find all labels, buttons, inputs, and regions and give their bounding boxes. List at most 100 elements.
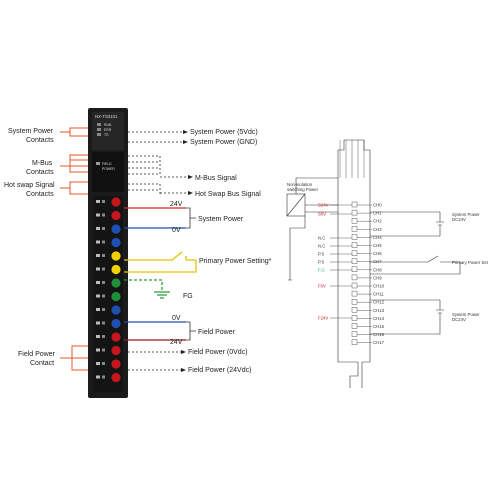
led-field-icon [96,162,100,165]
rail-label: P.S [318,260,325,265]
module-model-label: NX-TS3101 [95,114,118,119]
terminal-slot [102,335,105,338]
channel-label: CH5 [373,243,382,248]
arrowhead-icon [181,350,186,354]
schematic-terminal [351,209,358,216]
label-primary-power-setting: Primary Power Setting* [199,258,272,265]
isolation-label-1: Non-isolation [287,182,313,187]
bracket-system-power [186,207,196,229]
isolation-diagonal [286,193,306,217]
schematic-terminal [351,226,358,232]
channel-label: CH16 [373,332,385,337]
isolation-label-2: switching Power [287,187,319,192]
callout-field-power-contact [60,345,88,371]
terminal-slot [96,362,100,365]
terminal-connector [111,305,121,315]
terminal-slot [102,254,105,257]
led-err-icon [97,128,101,131]
channel-label: CH3 [373,227,382,232]
schematic-terminal [351,323,358,329]
terminal-connector [111,291,121,302]
channel-label: CH1 [373,211,382,216]
callout-hot-swap [60,181,88,195]
schematic-terminal [351,307,358,313]
right-arrows [128,131,188,371]
schematic-terminal [351,258,358,264]
io-module: NX-TS3101 RUN ERR TS FIELD POWER [88,108,128,398]
arrowhead-icon [181,368,186,372]
terminal-slot [96,227,100,230]
terminal-slot [102,362,105,365]
schematic-terminal [351,315,358,321]
arrowheads [181,130,193,372]
schematic-terminal [351,339,358,345]
label-sys-gnd: System Power (GND) [190,139,257,146]
terminal-array [96,197,121,383]
primary-power-switch [370,255,461,275]
schematic-terminal [351,274,358,281]
terminal-connector [111,251,121,261]
terminal-slot [96,200,100,203]
schematic-terminal-rows: CH0CH1CH2CH3CH4CH5CH6CH7CH8CH9CH10CH11CH… [318,201,385,345]
terminal-connector [111,210,121,221]
terminal-connector [111,237,121,248]
schematic [286,139,461,388]
terminal-connector [111,345,121,356]
rail-label: P.S [318,252,325,257]
terminal-slot [96,281,100,284]
terminal-slot [96,335,100,338]
terminal-connector [111,318,121,329]
label-field-power: Field Power [198,329,236,336]
wiring [124,207,197,341]
schematic-terminal [351,250,358,256]
channel-label: CH7 [373,259,382,264]
bracket-field-power [186,321,196,341]
label-system-power: System Power [198,216,244,223]
arrowhead-icon [183,130,188,134]
led-label-err: ERR [104,128,112,132]
led-ts-icon [97,133,101,136]
callout-system-power [60,127,88,137]
channel-label: CH6 [373,251,382,256]
arrow-mbus [128,155,188,178]
primary-power-set-label: Primary Power Set [452,260,489,265]
label-24v-bottom: 24V [170,339,183,346]
channel-label: CH17 [373,340,385,345]
label-mbus-signal: M-Bus Signal [195,175,237,182]
rail-label: F.G [318,268,325,273]
rail-label: S24V [318,203,329,208]
terminal-slot [96,254,100,257]
label-system-power-contacts-2: Contacts [26,137,54,144]
isolation-feed [295,177,338,194]
arrowhead-icon [183,140,188,144]
schematic-terminal [351,201,358,208]
schematic-terminal [351,234,358,240]
schematic-terminal [351,266,358,272]
left-callouts [60,127,88,371]
terminal-slot [102,200,105,203]
terminal-connector [111,332,121,342]
wire-labels: 24V 0V System Power Primary Power Settin… [170,201,272,346]
terminal-slot [102,375,105,379]
callout-mbus [60,154,88,173]
rail-label: F0V [318,284,326,289]
channel-label: CH4 [373,235,382,240]
schematic-terminal [351,217,358,224]
label-24v-top: 24V [170,201,183,208]
terminal-connector [111,264,121,275]
channel-label: CH11 [373,292,384,297]
terminal-slot [96,240,100,244]
terminal-slot [102,267,105,271]
terminal-connector [111,224,121,234]
label-mbus-contacts-1: M-Bus [32,160,53,167]
system-power-supply [370,211,444,237]
left-labels: System Power Contacts M-Bus Contacts Hot… [4,128,56,367]
label-field-24v: Field Power (24Vdc) [188,367,251,374]
terminal-slot [96,308,100,311]
sys-power-dc-1: System Power [452,212,480,217]
label-hot-swap-bus: Hot Swap Bus Signal [195,191,261,198]
label-system-power-contacts-1: System Power [8,128,54,135]
schematic-labels: Non-isolation switching Power System Pow… [287,182,489,322]
channel-label: CH10 [373,284,385,289]
